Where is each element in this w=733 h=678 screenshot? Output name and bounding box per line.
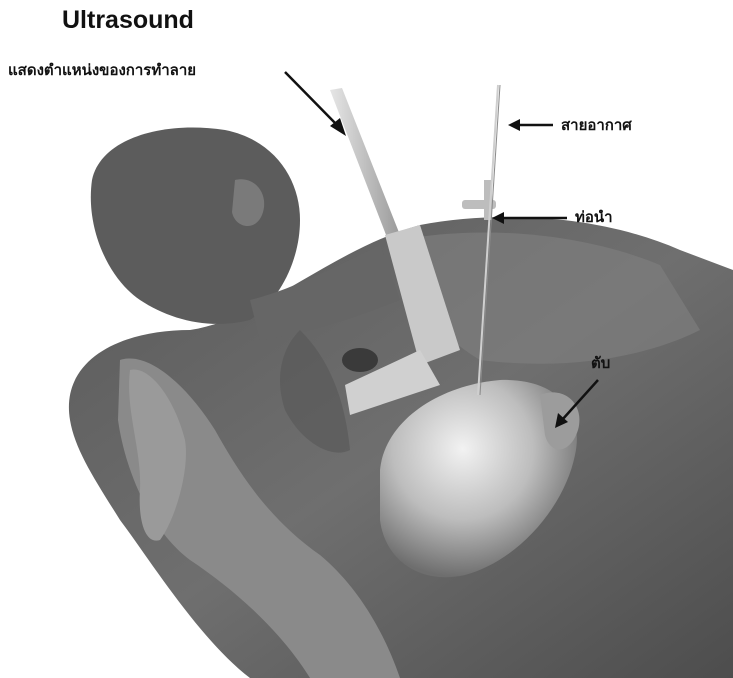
guide-tube-label: ท่อนำ bbox=[575, 205, 613, 229]
ultrasound-probe-shaft bbox=[330, 88, 400, 240]
probe-position-label: แสดงตำแหน่งของการทำลาย bbox=[8, 58, 196, 82]
air-line-label: สายอากาศ bbox=[561, 113, 632, 137]
ultrasound-title: Ultrasound bbox=[62, 6, 194, 35]
liver-label: ตับ bbox=[591, 351, 610, 375]
arrow-probe-position bbox=[285, 72, 338, 126]
arrowhead-air-line bbox=[508, 119, 520, 131]
probe-contact bbox=[342, 348, 378, 372]
head bbox=[91, 127, 300, 323]
